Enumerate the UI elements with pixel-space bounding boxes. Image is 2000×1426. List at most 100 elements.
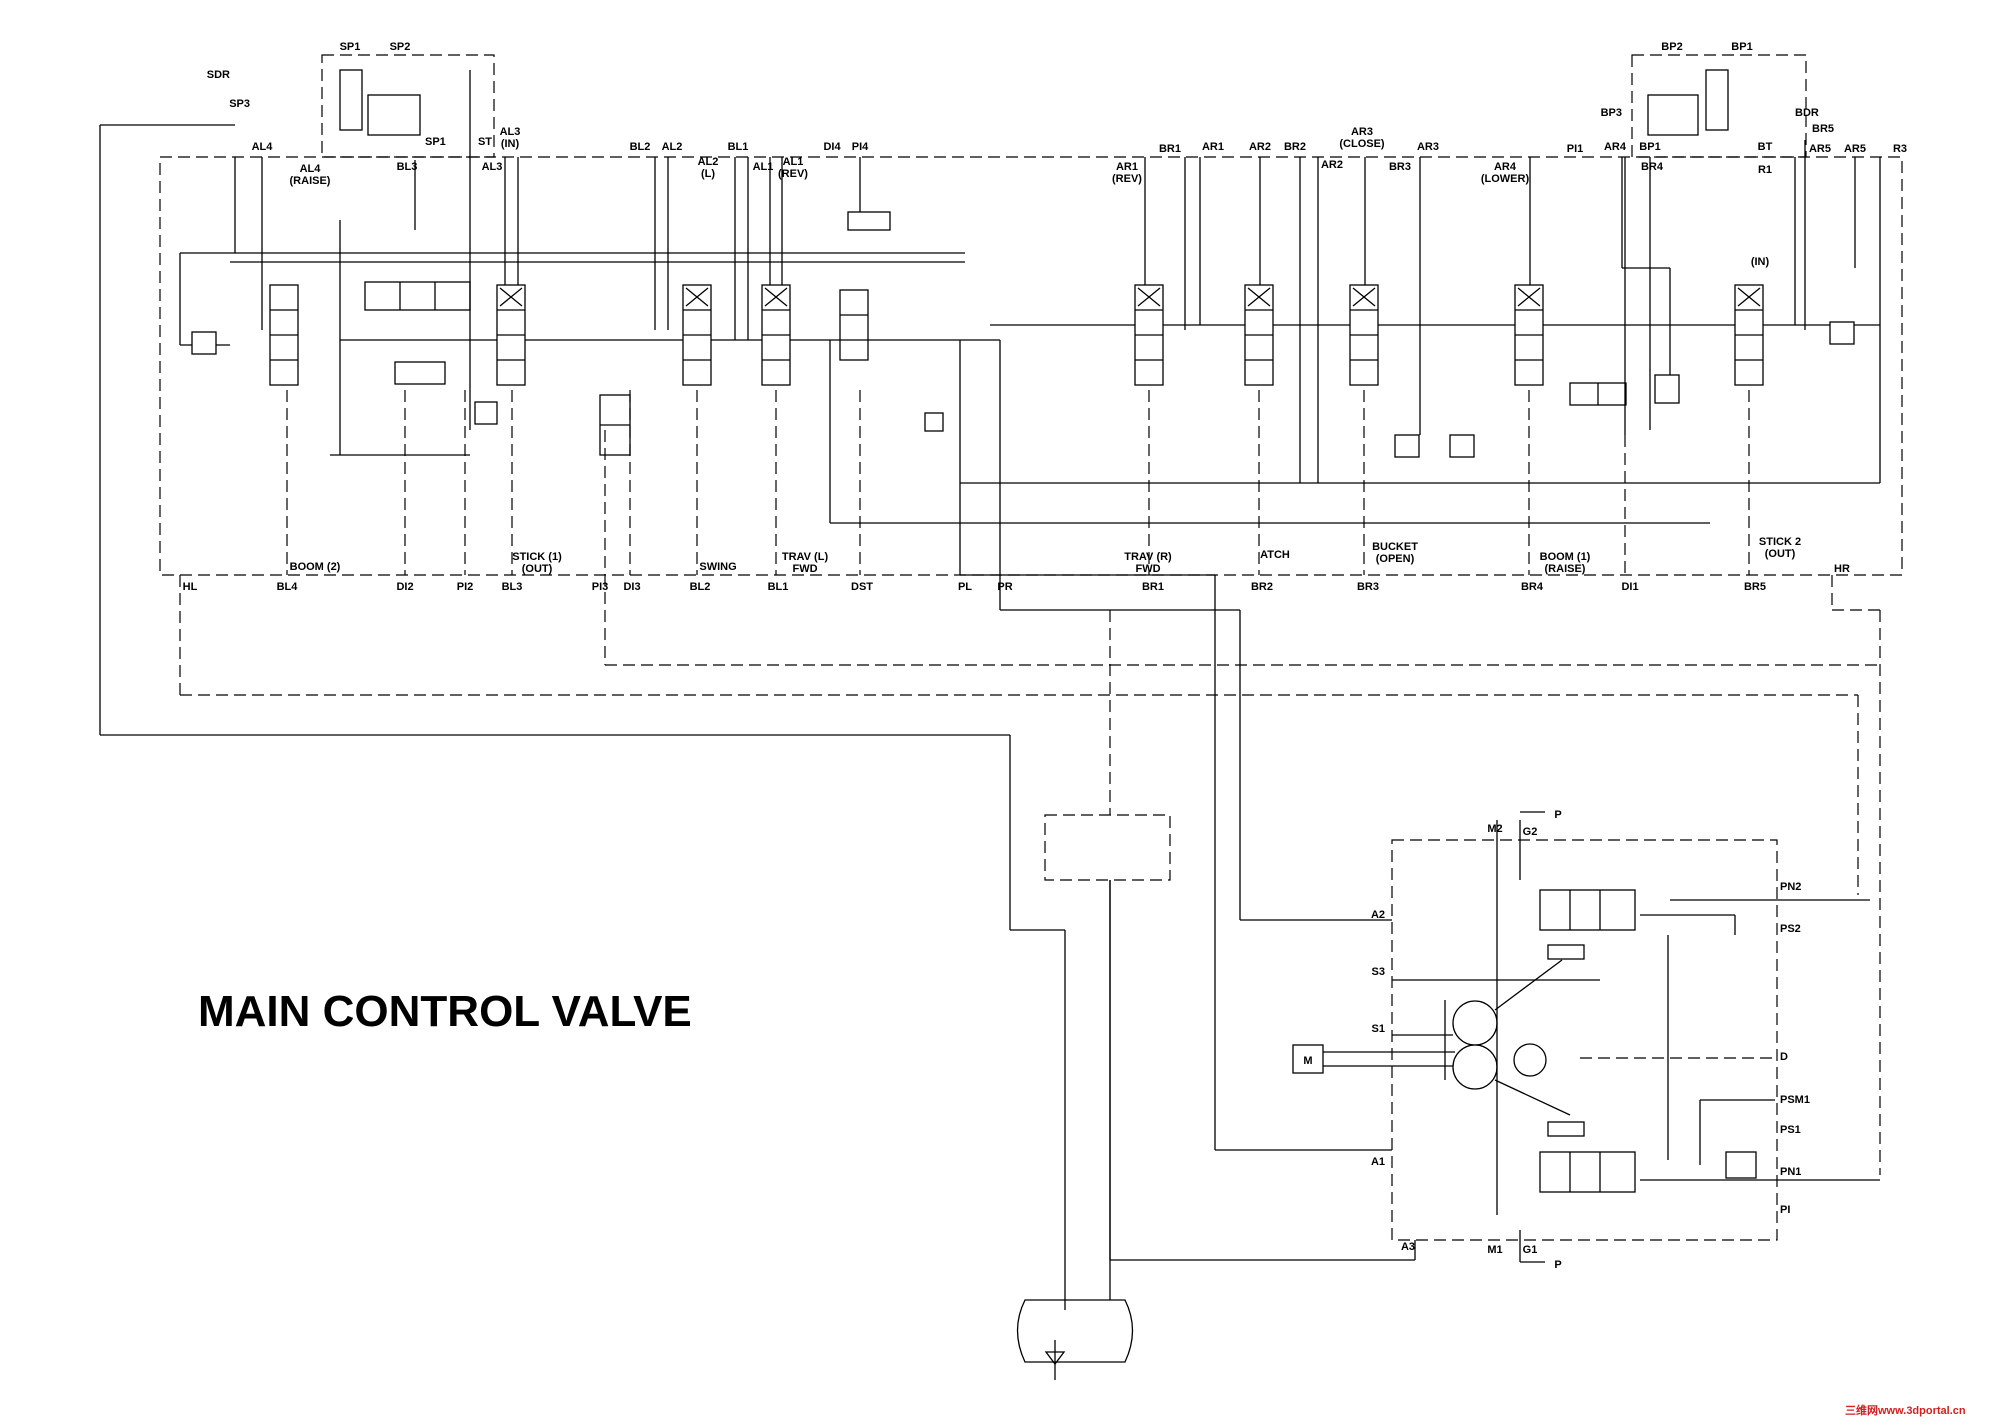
- label-s1: S1: [1372, 1023, 1385, 1035]
- label-al4-raise: AL4(RAISE): [290, 163, 331, 187]
- spool-swing: [682, 284, 712, 386]
- port-lines: [234, 70, 1881, 483]
- label-pi3: PI3: [592, 581, 609, 593]
- label-sp1-top: SP1: [340, 41, 361, 53]
- watermark: 三维网www.3dportal.cn: [1845, 1403, 1966, 1417]
- label-ar5: AR5: [1809, 143, 1831, 155]
- label-al4: AL4: [252, 141, 274, 153]
- accessory-box-outline: [1044, 814, 1171, 881]
- label-bdr: BDR: [1795, 107, 1819, 119]
- label-stick2-out: STICK 2(OUT): [1759, 536, 1801, 560]
- label-al3: AL3: [482, 161, 503, 173]
- label-br5: BR5: [1812, 123, 1834, 135]
- label-ar5b: AR5: [1844, 143, 1866, 155]
- label-di3: DI3: [623, 581, 640, 593]
- label-boom1-raise: BOOM (1)(RAISE): [1540, 551, 1591, 575]
- logic-valves: [191, 69, 1855, 458]
- label-a1: A1: [1371, 1156, 1385, 1168]
- label-ar4-lower: AR4(LOWER): [1481, 161, 1530, 185]
- label-sp2: SP2: [390, 41, 411, 53]
- label-atch: ATCH: [1260, 549, 1290, 561]
- pump-regulator-outline: [1391, 839, 1778, 1241]
- right-relief-block-outline: [1631, 54, 1807, 158]
- label-pr: PR: [997, 581, 1012, 593]
- label-swing: SWING: [699, 561, 736, 573]
- feed-lines: [99, 124, 1416, 1380]
- label-bl2-b: BL2: [690, 581, 711, 593]
- label-ar4: AR4: [1604, 141, 1627, 153]
- label-bp3: BP3: [1601, 107, 1622, 119]
- label-br4: BR4: [1641, 161, 1664, 173]
- label-boom2: BOOM (2): [290, 561, 341, 573]
- label-di4: DI4: [823, 141, 841, 153]
- label-pn1: PN1: [1780, 1166, 1801, 1178]
- spool-boom-2: [269, 284, 299, 386]
- spool-boom-1: [1514, 284, 1544, 386]
- label-br3-b: BR3: [1357, 581, 1379, 593]
- label-ps1: PS1: [1780, 1124, 1801, 1136]
- label-hl: HL: [183, 581, 198, 593]
- label-pn2: PN2: [1780, 881, 1801, 893]
- label-trav-r-fwd: TRAV (R)FWD: [1124, 551, 1172, 575]
- label-pi2: PI2: [457, 581, 474, 593]
- label-br1: BR1: [1159, 143, 1181, 155]
- label-br3: BR3: [1389, 161, 1411, 173]
- label-p-top: P: [1554, 809, 1561, 821]
- label-ps2: PS2: [1780, 923, 1801, 935]
- label-stick1-out: STICK (1)(OUT): [512, 551, 562, 575]
- left-relief-block-outline: [321, 54, 495, 158]
- galleries: [179, 252, 1881, 524]
- label-ar2-x: AR2: [1321, 159, 1343, 171]
- label-g1: G1: [1523, 1244, 1538, 1256]
- label-m2: M2: [1487, 823, 1502, 835]
- label-pi1: PI1: [1567, 143, 1584, 155]
- label-bl3-b: BL3: [502, 581, 523, 593]
- pilot-lines: [179, 390, 1881, 1175]
- label-sp3: SP3: [229, 98, 250, 110]
- spool-bucket: [1349, 284, 1379, 386]
- label-bp2: BP2: [1661, 41, 1682, 53]
- label-dst: DST: [851, 581, 873, 593]
- spool-attachment: [1244, 284, 1274, 386]
- label-hr: HR: [1834, 563, 1850, 575]
- label-ar1-rev: AR1(REV): [1112, 161, 1142, 185]
- label-sp1-port: SP1: [425, 136, 446, 148]
- label-m1: M1: [1487, 1244, 1502, 1256]
- pump-assembly: [1292, 811, 1880, 1263]
- label-bt: BT: [1758, 141, 1773, 153]
- label-bl2: BL2: [630, 141, 651, 153]
- label-br2: BR2: [1284, 141, 1306, 153]
- spool-stick-2: [1734, 284, 1764, 386]
- label-trav-l-fwd: TRAV (L)FWD: [782, 551, 829, 575]
- label-bl1: BL1: [728, 141, 749, 153]
- spool-stick-1: [496, 284, 526, 386]
- label-bl3-top: BL3: [397, 161, 418, 173]
- spool-travel-right: [1134, 284, 1164, 386]
- label-p-bot: P: [1554, 1259, 1561, 1271]
- label-ar3-close: AR3(CLOSE): [1339, 126, 1385, 150]
- label-ar1: AR1: [1202, 141, 1224, 153]
- label-r1: R1: [1758, 164, 1772, 176]
- label-al2-l: AL2(L): [698, 156, 719, 180]
- tank: [1016, 880, 1134, 1366]
- label-al2: AL2: [662, 141, 683, 153]
- label-di2: DI2: [396, 581, 413, 593]
- label-a3: A3: [1401, 1241, 1415, 1253]
- label-st: ST: [478, 136, 492, 148]
- diagram-title: MAIN CONTROL VALVE: [198, 987, 692, 1036]
- label-bp1-top: BP1: [1731, 41, 1752, 53]
- label-br1-b: BR1: [1142, 581, 1164, 593]
- label-br5-b: BR5: [1744, 581, 1766, 593]
- label-br2-b: BR2: [1251, 581, 1273, 593]
- label-pi: PI: [1780, 1204, 1790, 1216]
- label-di1: DI1: [1621, 581, 1638, 593]
- label-psm1: PSM1: [1780, 1094, 1810, 1106]
- label-g2: G2: [1523, 826, 1538, 838]
- spool-travel-left: [761, 284, 791, 386]
- label-br4-b: BR4: [1521, 581, 1544, 593]
- label-a2: A2: [1371, 909, 1385, 921]
- label-bl4: BL4: [277, 581, 299, 593]
- label-bp1: BP1: [1639, 141, 1660, 153]
